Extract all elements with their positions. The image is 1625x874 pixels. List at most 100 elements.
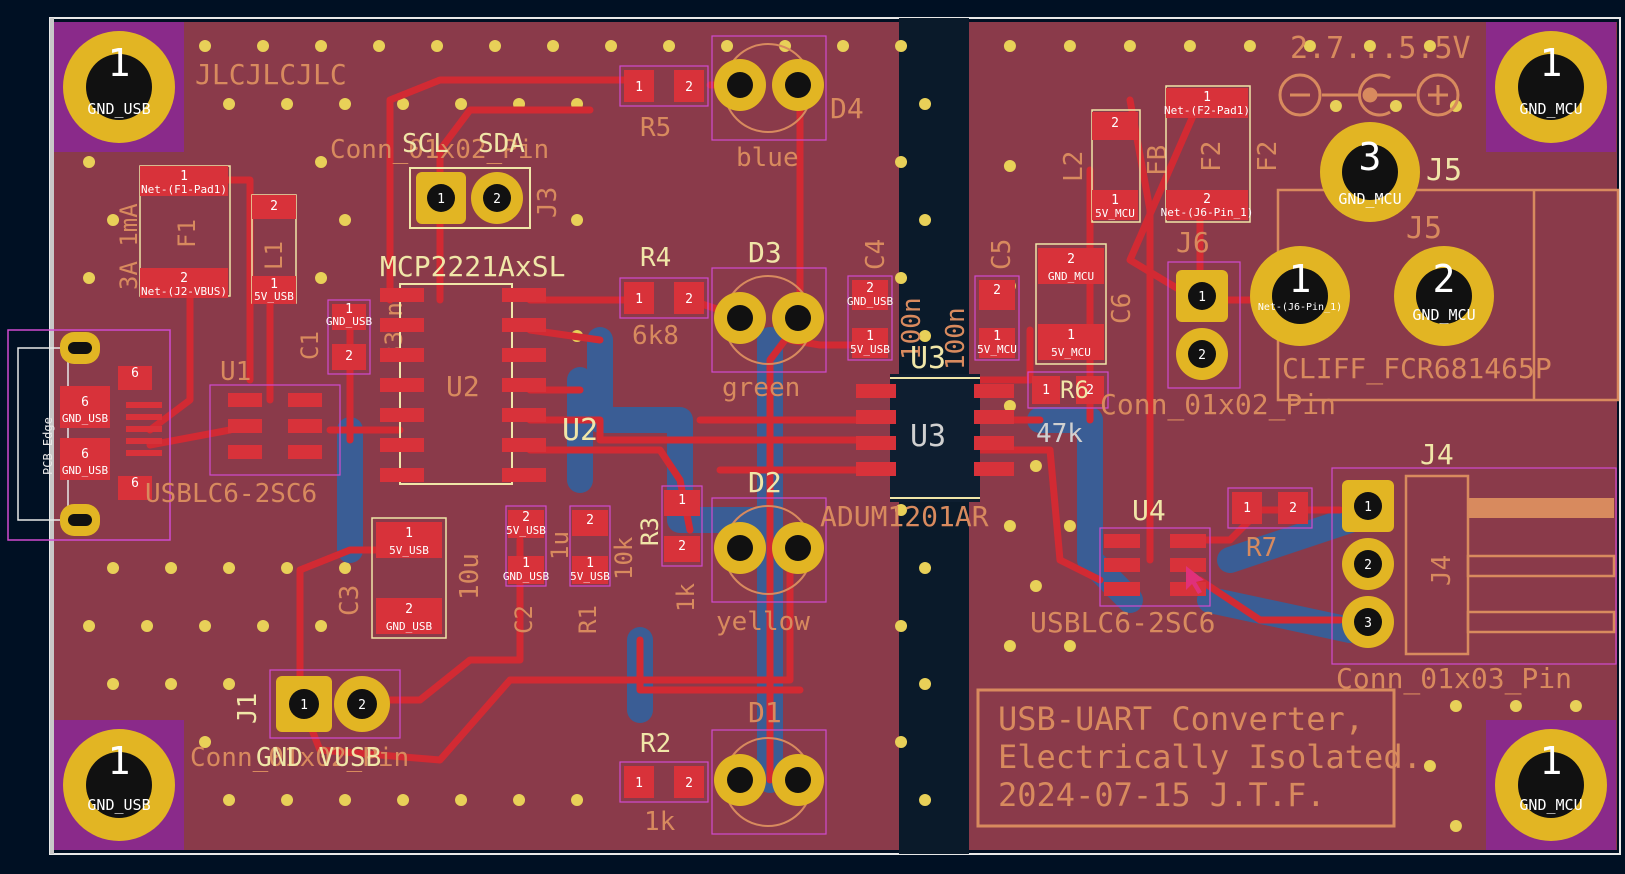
c2-pad1-num: 1 — [522, 556, 530, 571]
j4-pin3-num: 3 — [1364, 616, 1372, 631]
stitching-via — [223, 562, 236, 574]
j1-pin2-num: 2 — [358, 698, 366, 713]
r2-pad2-num: 2 — [685, 776, 693, 791]
fuse-f2[interactable]: 1 Net-(F2-Pad1) 2 Net-(J6-Pin_1) F2 F2 — [1161, 85, 1283, 223]
stitching-via — [199, 736, 212, 748]
resistor-r5[interactable]: 1 2 R5 — [619, 65, 709, 143]
cursor-icon — [1186, 566, 1204, 594]
led-d2[interactable]: D2 yellow — [711, 466, 827, 637]
capacitor-c3[interactable]: 1 5V_USB 2 GND_USB C3 10u — [335, 517, 485, 639]
j3-label: J3 — [533, 187, 563, 218]
isolator-u3[interactable]: U3 U3 ADUM1201AR — [820, 341, 1014, 533]
jlc-order-marker: JLCJLCJLC — [195, 58, 347, 91]
j5-pin3-num: 3 — [1359, 135, 1382, 179]
r1-value: 10k — [610, 536, 638, 580]
j4-box-label: J4 — [1427, 555, 1457, 586]
resistor-r3[interactable]: 1 2 R3 1k — [636, 485, 703, 612]
stitching-via — [1029, 580, 1042, 592]
r5-pad2-num: 2 — [685, 80, 693, 95]
l1-pad1-net: 5V_USB — [254, 290, 294, 303]
r1-pad1-num: 1 — [586, 556, 594, 571]
resistor-r7[interactable]: 1 2 R7 — [1227, 487, 1313, 563]
stitching-via — [919, 678, 932, 690]
u2-pin-pad — [380, 318, 424, 332]
mounting-hole-bl: 1 GND_USB — [54, 720, 184, 850]
capacitor-c4[interactable]: 2 GND_USB 1 5V_USB C4 100n — [847, 239, 927, 361]
f1-pad1-net: Net-(F1-Pad1) — [141, 183, 227, 196]
usb-connector-j2[interactable]: PCB Edge 6 GND_USB 6 GND_USB 6 6 — [7, 329, 171, 541]
capacitor-c5[interactable]: 2 1 5V_MCU C5 100n — [941, 239, 1020, 370]
r4-value: 6k8 — [632, 321, 679, 351]
c5-pad2-num: 2 — [993, 283, 1001, 298]
c6-pad2-num: 2 — [1067, 252, 1075, 267]
header-j6[interactable]: J6 1 2 Conn_01x02_Pin — [1100, 226, 1336, 422]
stitching-via — [223, 794, 236, 806]
stitching-via — [1389, 100, 1402, 112]
ferrite-l1[interactable]: 2 1 5V_USB L1 — [251, 194, 297, 304]
stitching-via — [895, 272, 908, 284]
l2-pad1-net: 5V_MCU — [1095, 207, 1135, 220]
stitching-via — [489, 40, 502, 52]
c2-label: C2 — [510, 605, 538, 634]
stitching-via — [339, 214, 352, 226]
u2-pin-pad — [502, 408, 546, 422]
u1-label: U1 — [220, 357, 251, 387]
ic-u2-mcp2221[interactable]: MCP2221AxSL U2 U2 — [380, 250, 598, 485]
u2-pin-pad — [380, 438, 424, 452]
header-j1[interactable]: 1 2 J1 Conn_01x02_Pin GND VUSB — [190, 669, 409, 773]
u2-pin-pad — [502, 378, 546, 392]
u2-value: MCP2221AxSL — [380, 250, 565, 283]
j5-pin1-net: Net-(J6-Pin_1) — [1258, 302, 1342, 313]
stitching-via — [513, 794, 526, 806]
led-d3[interactable]: D3 green — [711, 236, 827, 403]
header-j3[interactable]: Conn_01x02_Pin SCL SDA 1 2 J3 — [330, 129, 563, 229]
capacitor-c6[interactable]: 2 GND_MCU 1 5V_MCU C6 — [1035, 243, 1137, 365]
resistor-r4[interactable]: R4 1 2 6k8 — [619, 243, 709, 351]
stitching-via — [895, 504, 908, 516]
l2-pad1-num: 1 — [1111, 193, 1119, 208]
resistor-r6[interactable]: 1 2 R6 47k — [1027, 371, 1109, 449]
ferrite-l2[interactable]: 2 1 5V_MCU L2 FB — [1059, 109, 1173, 223]
led-d1[interactable]: D1 — [711, 696, 827, 835]
f2-pad2-net: Net-(J6-Pin_1) — [1161, 206, 1254, 219]
resistor-r1[interactable]: 2 1 5V_USB R1 10k — [569, 505, 638, 634]
f1-pad2-net: Net-(J2-VBUS) — [141, 285, 227, 298]
header-j4[interactable]: J4 J4 1 2 3 Conn_01x03_Pin — [1331, 438, 1617, 696]
stitching-via — [257, 40, 270, 52]
barrel-jack-j5[interactable]: 3 GND_MCU J5 J5 1 Net-(J6-Pin_1) 2 GND_M… — [1250, 122, 1620, 402]
resistor-r2[interactable]: R2 1 2 1k — [619, 729, 709, 837]
stitching-via — [1183, 40, 1196, 52]
j3-pin2-num: 2 — [493, 192, 501, 207]
stitching-via — [455, 794, 468, 806]
mounting-hole-tr: 1 GND_MCU — [1486, 22, 1616, 152]
stitching-via — [431, 40, 444, 52]
stitching-via — [837, 40, 850, 52]
d4-color: blue — [736, 143, 799, 173]
j6-conn-label: Conn_01x02_Pin — [1100, 388, 1336, 422]
c3-value: 10u — [455, 553, 485, 600]
j1-conn-label: Conn_01x02_Pin — [190, 743, 409, 773]
stitching-via — [83, 156, 96, 168]
u2-pin-pad — [380, 288, 424, 302]
esd-ic-u4[interactable]: U4 USBLC6-2SC6 — [1030, 494, 1215, 639]
esd-ic-u1[interactable]: U1 USBLC6-2SC6 — [145, 357, 341, 509]
stitching-via — [1063, 640, 1076, 652]
fuse-f1[interactable]: 1 Net-(F1-Pad1) 2 Net-(J2-VBUS) F1 3A 1m… — [115, 165, 231, 298]
r1-label: R1 — [574, 605, 602, 634]
led-d4[interactable]: D4 blue — [711, 35, 864, 173]
stitching-via — [455, 98, 468, 110]
c4-value: 100n — [897, 297, 927, 360]
stitching-via — [571, 214, 584, 226]
d2-label: D2 — [748, 466, 782, 499]
stitching-via — [895, 40, 908, 52]
mounting-hole-tl-net: GND_USB — [87, 100, 150, 118]
u3-ref: U3 — [910, 419, 946, 454]
stitching-via — [547, 40, 560, 52]
j6-pin2-num: 2 — [1198, 348, 1206, 363]
j5-label-ghost: J5 — [1406, 211, 1442, 246]
stitching-via — [1003, 400, 1016, 412]
r2-pad1-num: 1 — [635, 776, 643, 791]
stitching-via — [315, 40, 328, 52]
capacitor-c2[interactable]: 2 5V_USB 1 GND_USB C2 1u — [503, 505, 574, 634]
